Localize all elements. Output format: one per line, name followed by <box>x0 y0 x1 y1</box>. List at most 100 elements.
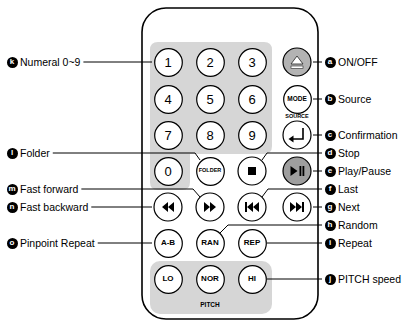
button-circle <box>154 229 182 257</box>
remote-button: 5 <box>196 85 225 114</box>
remote-button: NOR <box>196 265 225 294</box>
function-label: Pinpoint Repeat <box>20 237 95 249</box>
button-label: 2 <box>206 56 213 69</box>
button-circle <box>196 121 224 149</box>
remote-button: MODE <box>283 85 312 114</box>
button-label: 9 <box>248 129 255 142</box>
leader-line <box>220 225 322 233</box>
leader-line <box>98 243 152 244</box>
panel-label: SOURCE <box>285 114 309 120</box>
remote-button: 2 <box>196 48 225 77</box>
remote-button: 9 <box>238 121 267 150</box>
button-circle <box>196 48 224 76</box>
leader-line <box>83 62 152 63</box>
function-label: Stop <box>338 147 360 159</box>
callout-letter: j <box>325 274 336 285</box>
callout-letter: l <box>7 148 18 159</box>
enter-button <box>283 121 311 149</box>
function-label: Repeat <box>338 237 372 249</box>
button-circle <box>154 48 182 76</box>
leader-line <box>313 207 322 208</box>
button-label: HI <box>248 275 256 283</box>
button-circle <box>196 157 224 185</box>
leader-line <box>313 62 322 63</box>
callout-letter: e <box>325 166 336 177</box>
panel-label: PITCH <box>200 302 220 309</box>
leader-line <box>262 189 322 197</box>
remote-button: REP <box>238 229 267 258</box>
callout-letter: b <box>325 94 336 105</box>
callout-letter: a <box>325 57 336 68</box>
function-label: Numeral 0~9 <box>20 56 80 68</box>
button-label: FOLDER <box>199 168 222 174</box>
remote-button: 6 <box>238 85 267 114</box>
leader-line <box>267 243 322 244</box>
remote-button: 3 <box>238 48 267 77</box>
remote-button: 8 <box>196 121 225 150</box>
keypad-panel <box>150 42 272 190</box>
button-circle <box>238 229 266 257</box>
function-label: Fast forward <box>20 183 78 195</box>
button-circle <box>154 265 182 293</box>
pause-icon <box>300 166 302 176</box>
leader-line <box>267 279 322 280</box>
remote-body <box>142 8 318 319</box>
button-circle <box>238 85 266 113</box>
callout-letter: n <box>7 202 18 213</box>
enter-icon <box>293 128 303 139</box>
remote-button: 0 <box>154 157 183 186</box>
leader-line <box>313 99 322 100</box>
button-label: NOR <box>201 275 219 283</box>
fast-forward-icon <box>204 202 216 212</box>
leader-line <box>81 189 200 197</box>
previous-button <box>238 193 266 221</box>
leader-line <box>313 171 322 172</box>
enter-icon <box>289 136 294 143</box>
eject-button <box>283 48 311 76</box>
button-circle <box>154 121 182 149</box>
callout-letter: d <box>325 148 336 159</box>
button-label: 6 <box>248 93 255 106</box>
button-label: 1 <box>164 56 171 69</box>
function-label: PITCH speed <box>338 273 401 285</box>
function-label: ON/OFF <box>338 56 378 68</box>
play-icon <box>291 166 298 176</box>
callout-letter: i <box>325 238 336 249</box>
function-label: Confirmation <box>338 129 398 141</box>
stop-button <box>238 157 266 185</box>
button-label: 7 <box>164 129 171 142</box>
callout-letter: g <box>325 202 336 213</box>
eject-icon <box>291 56 303 64</box>
callout-letter: h <box>325 220 336 231</box>
button-label: REP <box>244 239 260 247</box>
next-icon <box>290 202 304 212</box>
button-circle <box>238 48 266 76</box>
button-label: 8 <box>206 129 213 142</box>
function-label: Play/Pause <box>338 165 391 177</box>
pause-icon <box>303 166 305 176</box>
previous-icon <box>245 202 259 212</box>
button-label: 3 <box>248 56 255 69</box>
play-pause-button <box>283 157 311 185</box>
button-circle <box>196 229 224 257</box>
button-circle <box>196 85 224 113</box>
button-label: 0 <box>164 165 171 178</box>
button-label: LO <box>162 275 173 283</box>
callout-letter: m <box>7 184 18 195</box>
button-circle <box>238 121 266 149</box>
callout-letter: o <box>7 238 18 249</box>
callout-letter: c <box>325 130 336 141</box>
function-label: Last <box>338 183 358 195</box>
remote-button: FOLDER <box>196 157 225 186</box>
rewind-icon <box>162 202 174 212</box>
next-button <box>283 193 311 221</box>
leader-line <box>262 153 322 160</box>
pitch-panel <box>150 261 272 314</box>
callout-letter: f <box>325 184 336 195</box>
button-label: MODE <box>287 96 307 103</box>
remote-button: RAN <box>196 229 225 258</box>
fast-forward-button <box>196 193 224 221</box>
leader-line <box>53 153 200 160</box>
button-circle <box>154 157 182 185</box>
remote-button: LO <box>154 265 183 294</box>
